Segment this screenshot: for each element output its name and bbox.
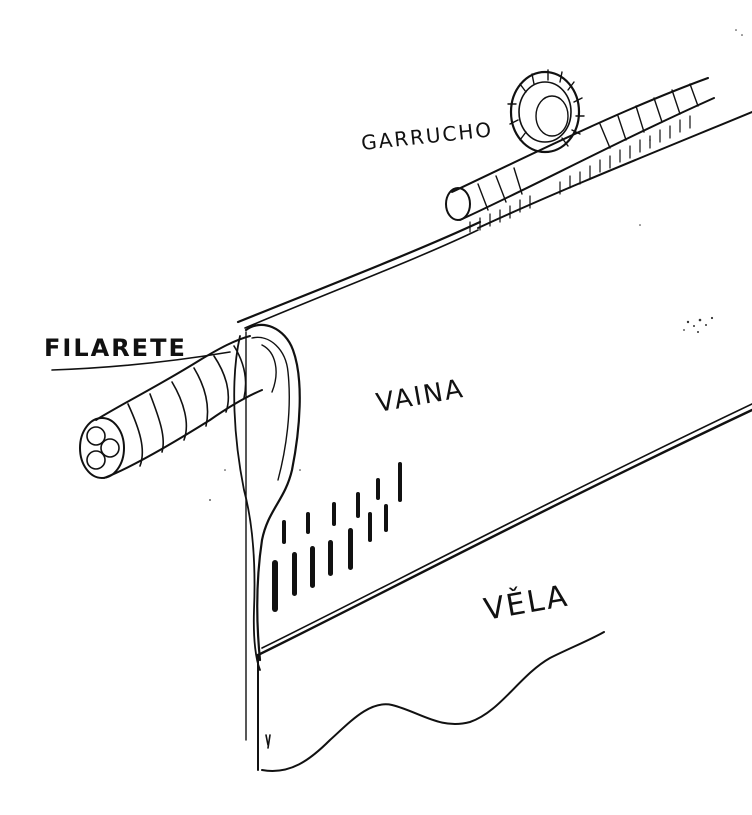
vaina-stitches: [272, 462, 402, 612]
yard-line: [238, 222, 480, 328]
label-vela: VĚLA: [481, 578, 571, 628]
label-vaina: VAINA: [374, 374, 467, 419]
filarete-loop: [234, 325, 300, 748]
label-filarete: FILARETE: [44, 334, 187, 362]
label-garrucho: GARRUCHO: [360, 117, 494, 155]
paper-speckle: [209, 29, 743, 501]
sail-vela: [258, 632, 604, 771]
garrucho-rope: [446, 78, 714, 232]
garrucho-ring: [508, 70, 584, 152]
